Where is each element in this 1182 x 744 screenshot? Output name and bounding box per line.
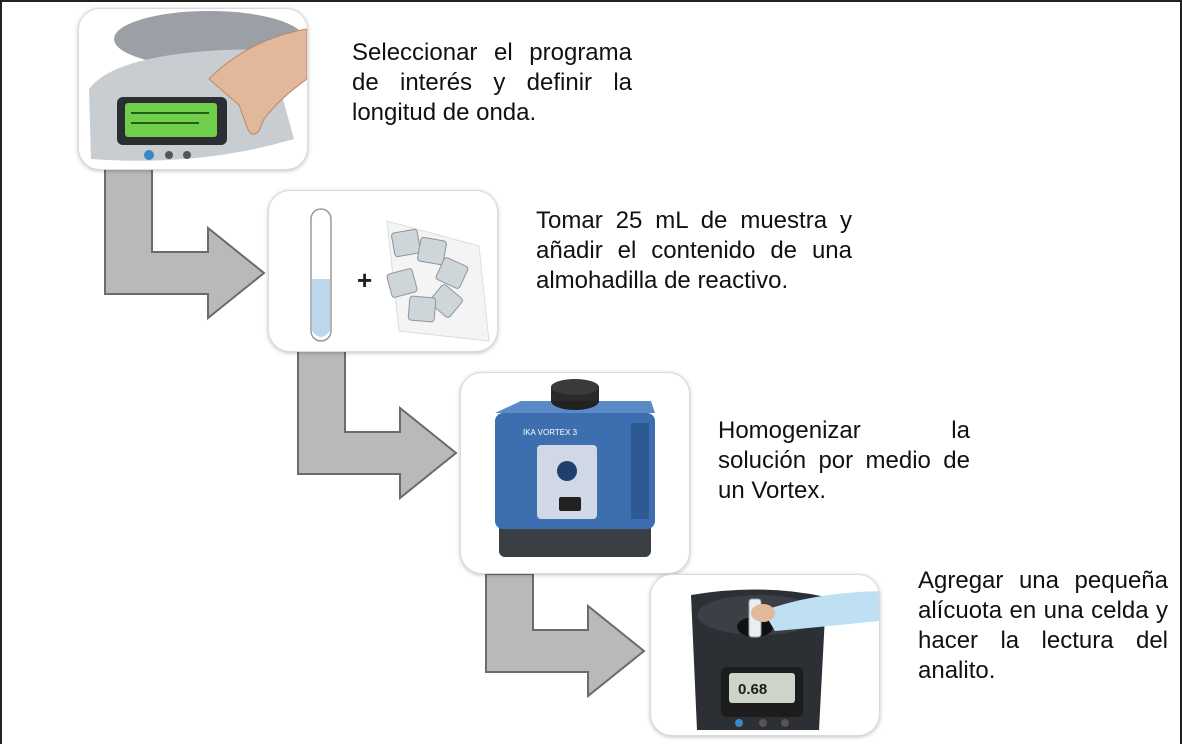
test-tube-and-reagent-pillows-image: [310, 208, 490, 342]
step1-text: Seleccionar el programa de interés y def…: [352, 39, 632, 126]
step2-text: Tomar 25 mL de muestra y añadir el conte…: [536, 207, 852, 294]
colorimeter-reading-image: 0.68: [691, 589, 879, 730]
step2-image-card: +: [268, 190, 498, 352]
vortex-mixer-image: IKA VORTEX 3: [495, 379, 655, 557]
plus-sign: +: [357, 265, 373, 295]
step4-text: Agregar una pequeña alícuota en una celd…: [918, 567, 1168, 684]
arrow-step1-to-step2: [104, 167, 266, 321]
step4-image-card: 0.68: [650, 574, 880, 736]
vortex-device-label: IKA VORTEX 3: [523, 428, 578, 437]
colorimeter-display-value: 0.68: [738, 681, 767, 698]
step3-image-card: IKA VORTEX 3: [460, 372, 690, 574]
spectrophotometer-touch-image: [89, 11, 307, 161]
arrow-step2-to-step3: [297, 349, 458, 501]
arrow-step3-to-step4: [485, 573, 646, 699]
step1-image-card: [78, 8, 308, 170]
step3-text: Homogenizar la solución por medio de un …: [718, 417, 970, 504]
